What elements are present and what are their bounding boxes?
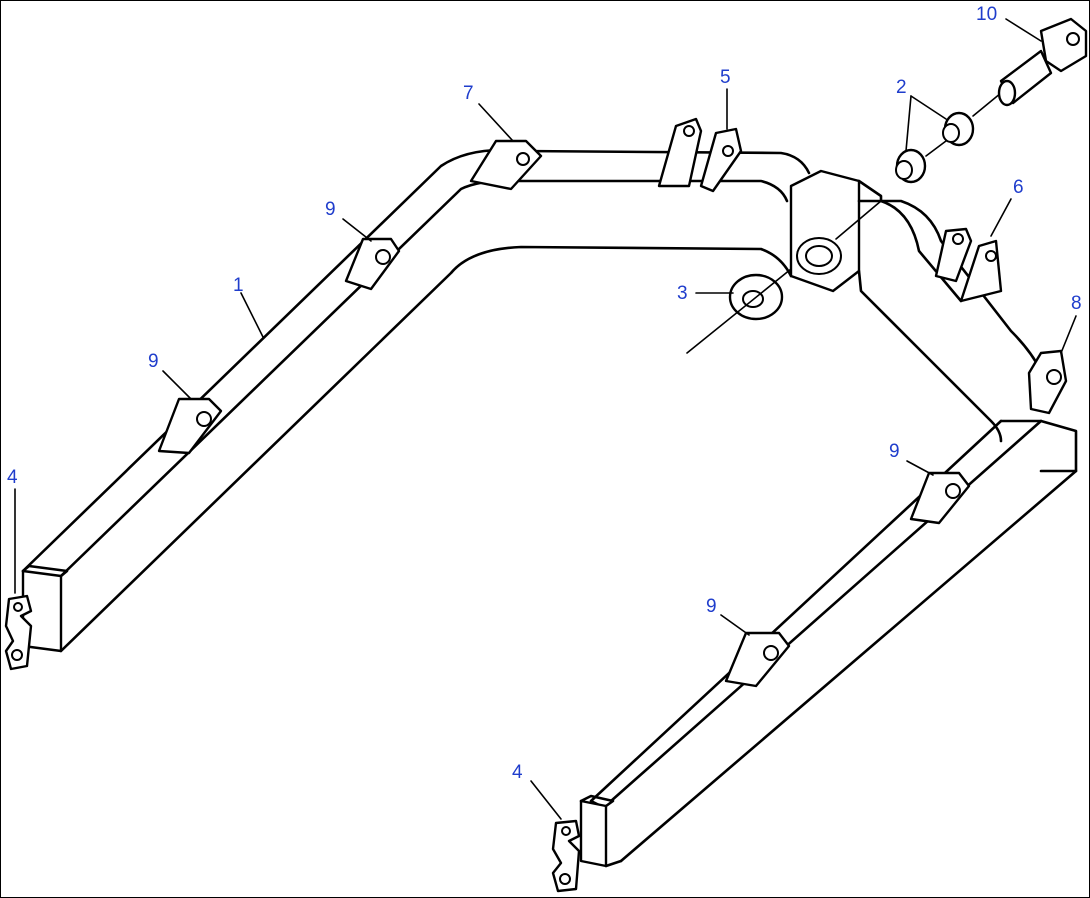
pin-10 xyxy=(997,17,1088,107)
bracket-8 xyxy=(1027,349,1068,415)
washer-3 xyxy=(686,268,792,354)
callout-9-upper-right: 9 xyxy=(889,441,900,462)
callout-1: 1 xyxy=(233,275,244,296)
callout-6: 6 xyxy=(1013,177,1024,198)
end-bracket-left xyxy=(4,594,33,671)
callout-8: 8 xyxy=(1071,293,1082,314)
end-bracket-right xyxy=(551,819,581,893)
bracket-6 xyxy=(934,227,1003,303)
lug-9-lower-right xyxy=(724,631,791,688)
callout-9-lower-right: 9 xyxy=(706,596,717,617)
callout-7: 7 xyxy=(463,83,474,104)
callout-2: 2 xyxy=(896,77,907,98)
callout-9-lower-left: 9 xyxy=(148,351,159,372)
callout-4-left: 4 xyxy=(7,467,18,488)
lug-9-lower-left xyxy=(157,397,223,455)
a-frame-body xyxy=(21,148,1078,868)
bracket-7 xyxy=(469,139,543,191)
leader-lines xyxy=(14,18,1077,820)
callout-5: 5 xyxy=(720,67,731,88)
lug-9-upper-right xyxy=(909,471,971,525)
callout-9-upper-left: 9 xyxy=(325,199,336,220)
callout-4-right: 4 xyxy=(512,762,523,783)
callout-10: 10 xyxy=(976,4,997,25)
bushing-2-outer xyxy=(942,111,975,147)
callout-3: 3 xyxy=(677,283,688,304)
bracket-5 xyxy=(657,117,743,193)
bushing-2-inner xyxy=(895,148,927,184)
lug-9-upper-left xyxy=(344,237,401,291)
